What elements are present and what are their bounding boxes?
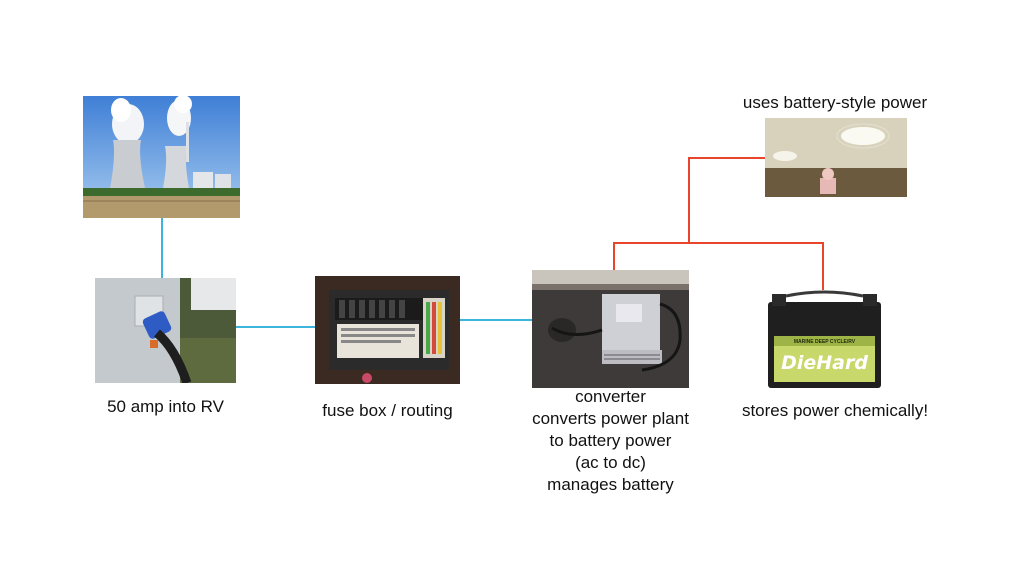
power-plant-photo [83, 96, 240, 218]
converter-label-line: manages battery [547, 475, 674, 494]
battery-brand: DieHard [781, 352, 868, 374]
plug-label: 50 amp into RV [107, 397, 224, 416]
fuse-box-label: fuse box / routing [322, 401, 453, 420]
rv-plug-photo [95, 278, 236, 383]
fuse-box-photo [315, 276, 460, 384]
lights-label: uses battery-style power [742, 93, 928, 112]
converter-label-line: (ac to dc) [575, 453, 646, 472]
converter-label: converter converts power plant to batter… [505, 386, 716, 496]
battery-photo [764, 290, 885, 390]
battery-subtitle: MARINE DEEP CYCLE/RV [793, 339, 856, 345]
converter-label-line: converts power plant [532, 409, 689, 428]
converter-label-line: converter [575, 387, 646, 406]
ceiling-light-photo [765, 118, 907, 197]
battery-label: stores power chemically! [741, 401, 929, 420]
converter-label-line: to battery power [549, 431, 672, 450]
converter-photo [532, 270, 689, 388]
dc-wire-to-lights [688, 157, 765, 243]
